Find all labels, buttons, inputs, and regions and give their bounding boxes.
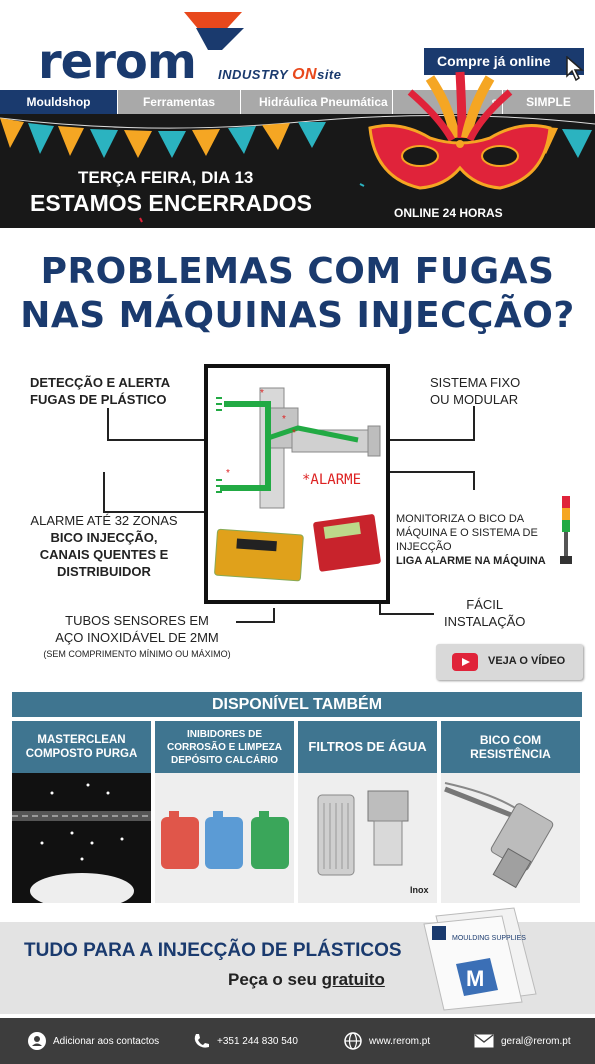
carnival-mask-icon xyxy=(368,71,552,190)
alarm-text: *ALARME xyxy=(302,472,362,488)
watch-video-label: VEJA O VÍDEO xyxy=(488,655,566,667)
signal-tower-icon xyxy=(560,496,572,564)
header: rerom INDUSTRY ONsite Compre já online xyxy=(0,0,595,90)
carnival-banner[interactable]: TERÇA FEIRA, DIA 13 ESTAMOS ENCERRADOS O… xyxy=(0,114,595,228)
logo-chevron-icon xyxy=(184,12,244,50)
footer: Adicionar aos contactos +351 244 830 540… xyxy=(0,1018,595,1064)
label-zones: ALARME ATÉ 32 ZONAS BICO INJECÇÃO, CANAI… xyxy=(30,513,178,579)
available-header: DISPONÍVEL TAMBÉM xyxy=(12,692,582,717)
canisters-image xyxy=(161,811,289,869)
youtube-icon xyxy=(452,653,478,671)
product-card-inhibitors[interactable]: INIBIDORES DE CORROSÃO E LIMPEZA DEPÓSIT… xyxy=(155,721,294,903)
water-filters-image xyxy=(317,790,409,876)
globe-icon xyxy=(344,1032,362,1050)
label-tubes: TUBOS SENSORES EM AÇO INOXIDÁVEL DE 2MM … xyxy=(43,613,231,659)
website-link[interactable]: www.rerom.pt xyxy=(344,1032,430,1050)
product-title: MASTERCLEAN COMPOSTO PURGA xyxy=(12,721,151,773)
nav-item-mouldshop[interactable]: Mouldshop xyxy=(0,90,118,114)
phone-icon xyxy=(194,1034,209,1048)
free-catalog-link[interactable]: gratuito xyxy=(321,970,385,989)
svg-text:*: * xyxy=(226,468,230,479)
inox-tag: Inox xyxy=(410,885,429,895)
svg-text:*: * xyxy=(282,414,286,425)
headline: PROBLEMAS COM FUGAS NAS MÁQUINAS INJECÇÃ… xyxy=(0,250,595,338)
connector-lines xyxy=(103,406,475,623)
nav-item-simple[interactable]: SIMPLE xyxy=(503,90,595,114)
nav-item-ferramentas[interactable]: Ferramentas xyxy=(118,90,241,114)
banner-closed: ESTAMOS ENCERRADOS xyxy=(30,190,312,216)
product-image xyxy=(155,773,294,903)
injection-nozzle-illustration: * * * * xyxy=(214,387,381,582)
product-title: FILTROS DE ÁGUA xyxy=(298,721,437,773)
headline-line-2: NAS MÁQUINAS INJECÇÃO? xyxy=(20,295,575,336)
heated-nozzle-image xyxy=(444,782,554,889)
contact-card-icon xyxy=(28,1032,46,1050)
buy-online-button[interactable]: Compre já online xyxy=(424,48,584,75)
product-card-heated-nozzle[interactable]: BICO COM RESISTÊNCIA xyxy=(441,721,580,903)
catalog-title: TUDO PARA A INJECÇÃO DE PLÁSTICOS xyxy=(24,940,402,961)
product-title: BICO COM RESISTÊNCIA xyxy=(441,721,580,773)
product-title: INIBIDORES DE CORROSÃO E LIMPEZA DEPÓSIT… xyxy=(155,721,294,773)
watch-video-button[interactable]: VEJA O VÍDEO xyxy=(436,644,583,680)
nav-item-hidraulica[interactable]: Hidráulica Pneumática xyxy=(241,90,393,114)
product-image xyxy=(441,773,580,903)
headline-line-1: PROBLEMAS COM FUGAS xyxy=(40,251,555,292)
email-link[interactable]: geral@rerom.pt xyxy=(474,1032,571,1050)
banner-day: TERÇA FEIRA, DIA 13 xyxy=(78,168,254,187)
add-contacts-link[interactable]: Adicionar aos contactos xyxy=(28,1032,159,1050)
svg-text:*: * xyxy=(260,388,264,399)
product-card-water-filters[interactable]: FILTROS DE ÁGUA Inox xyxy=(298,721,437,903)
svg-text:M: M xyxy=(466,966,484,991)
product-card-masterclean[interactable]: MASTERCLEAN COMPOSTO PURGA xyxy=(12,721,151,903)
brochure-title: MOULDING SUPPLIES xyxy=(452,935,526,942)
catalog-brochure-image: MOULDING SUPPLIES M xyxy=(423,907,537,1011)
logo[interactable]: rerom xyxy=(38,34,197,90)
purge-granules-image xyxy=(12,783,151,903)
leak-detector-diagram: * * * * *ALARME xyxy=(204,364,390,604)
logo-tagline: INDUSTRY ONsite xyxy=(218,66,342,83)
product-image xyxy=(298,773,437,903)
envelope-icon xyxy=(474,1034,494,1048)
cursor-icon xyxy=(566,56,584,82)
svg-text:*: * xyxy=(292,428,296,439)
product-image xyxy=(12,773,151,903)
catalog-request[interactable]: Peça o seu gratuito xyxy=(228,970,385,989)
phone-link[interactable]: +351 244 830 540 xyxy=(192,1032,298,1050)
label-monitor: MONITORIZA O BICO DA MÁQUINA E O SISTEMA… xyxy=(396,513,546,567)
banner-online: ONLINE 24 HORAS xyxy=(394,206,503,220)
